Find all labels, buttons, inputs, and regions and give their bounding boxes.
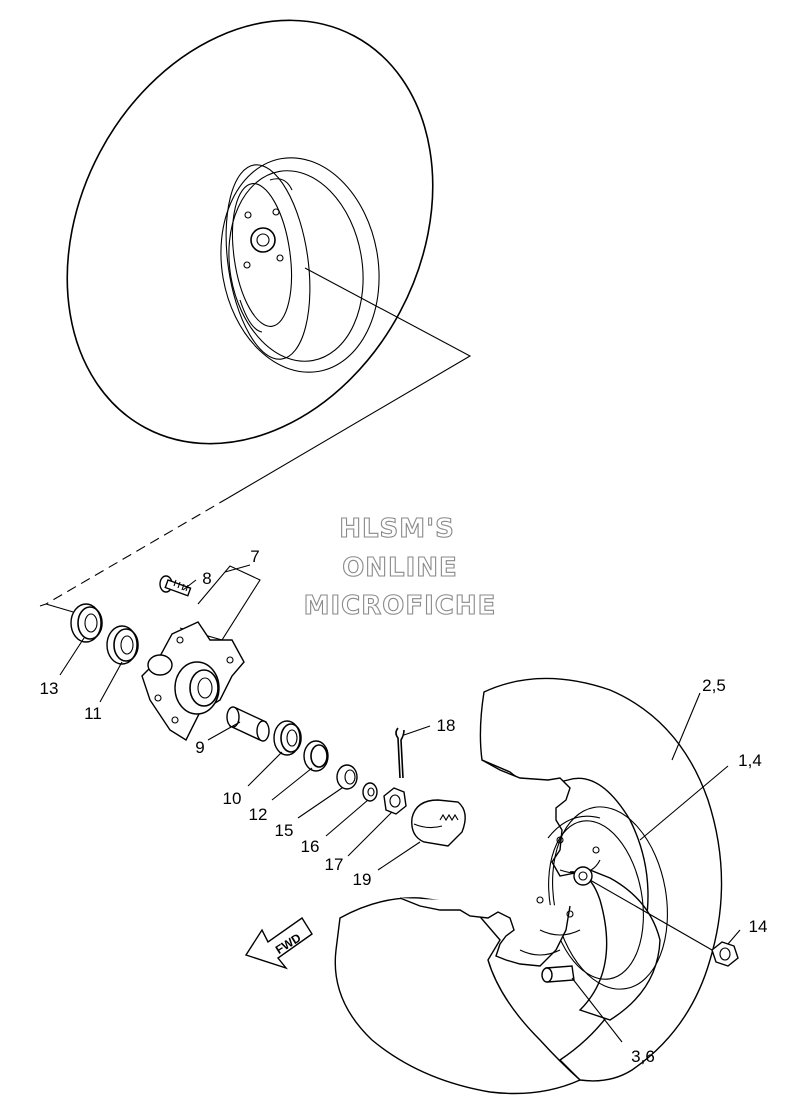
callout-18: 18 — [437, 716, 456, 735]
rim-lower-half — [399, 897, 571, 967]
bearing-10 — [273, 720, 302, 756]
callout-14: 14 — [749, 917, 768, 936]
nut-14 — [711, 941, 739, 967]
bearing-11 — [106, 625, 139, 665]
spacer-9 — [226, 706, 270, 742]
fwd-direction-arrow: FWD — [244, 917, 313, 970]
callout-8: 8 — [202, 569, 211, 588]
arrow-left-icon — [244, 917, 313, 970]
cotter-pin-18 — [395, 727, 405, 779]
valve-stem-3-6 — [541, 965, 575, 983]
watermark: HLSM'S ONLINE MICROFICHE — [303, 513, 497, 621]
callout-12: 12 — [249, 805, 268, 824]
assembled-wheel — [66, 19, 434, 445]
callout-1-4: 1,4 — [738, 751, 762, 770]
callout-16: 16 — [301, 837, 320, 856]
watermark-line-1: HLSM'S — [339, 514, 455, 544]
callout-9: 9 — [195, 738, 204, 757]
washer-16 — [362, 782, 378, 802]
watermark-line-2: ONLINE — [342, 553, 458, 583]
exploded-wheel — [334, 677, 723, 1095]
callout-10: 10 — [223, 789, 242, 808]
callout-7: 7 — [250, 547, 259, 566]
watermark-line-3: MICROFICHE — [304, 591, 497, 621]
callout-leaders — [59, 564, 741, 1043]
nut-17 — [383, 787, 407, 815]
callout-2-5: 2,5 — [702, 676, 726, 695]
callout-3-6: 3,6 — [631, 1047, 655, 1066]
seal-12 — [303, 740, 329, 772]
bolt-8 — [159, 575, 192, 597]
callout-labels: 7 8 13 11 9 10 12 15 16 17 18 19 2,5 1,4… — [40, 547, 768, 1066]
bearing-13 — [70, 603, 103, 643]
callout-19: 19 — [353, 870, 372, 889]
callout-15: 15 — [275, 821, 294, 840]
callout-11: 11 — [84, 704, 102, 723]
callout-13: 13 — [40, 679, 59, 698]
collar-15 — [336, 764, 358, 790]
hub-7 — [141, 621, 245, 742]
cap-19 — [411, 799, 466, 847]
callout-17: 17 — [325, 855, 344, 874]
